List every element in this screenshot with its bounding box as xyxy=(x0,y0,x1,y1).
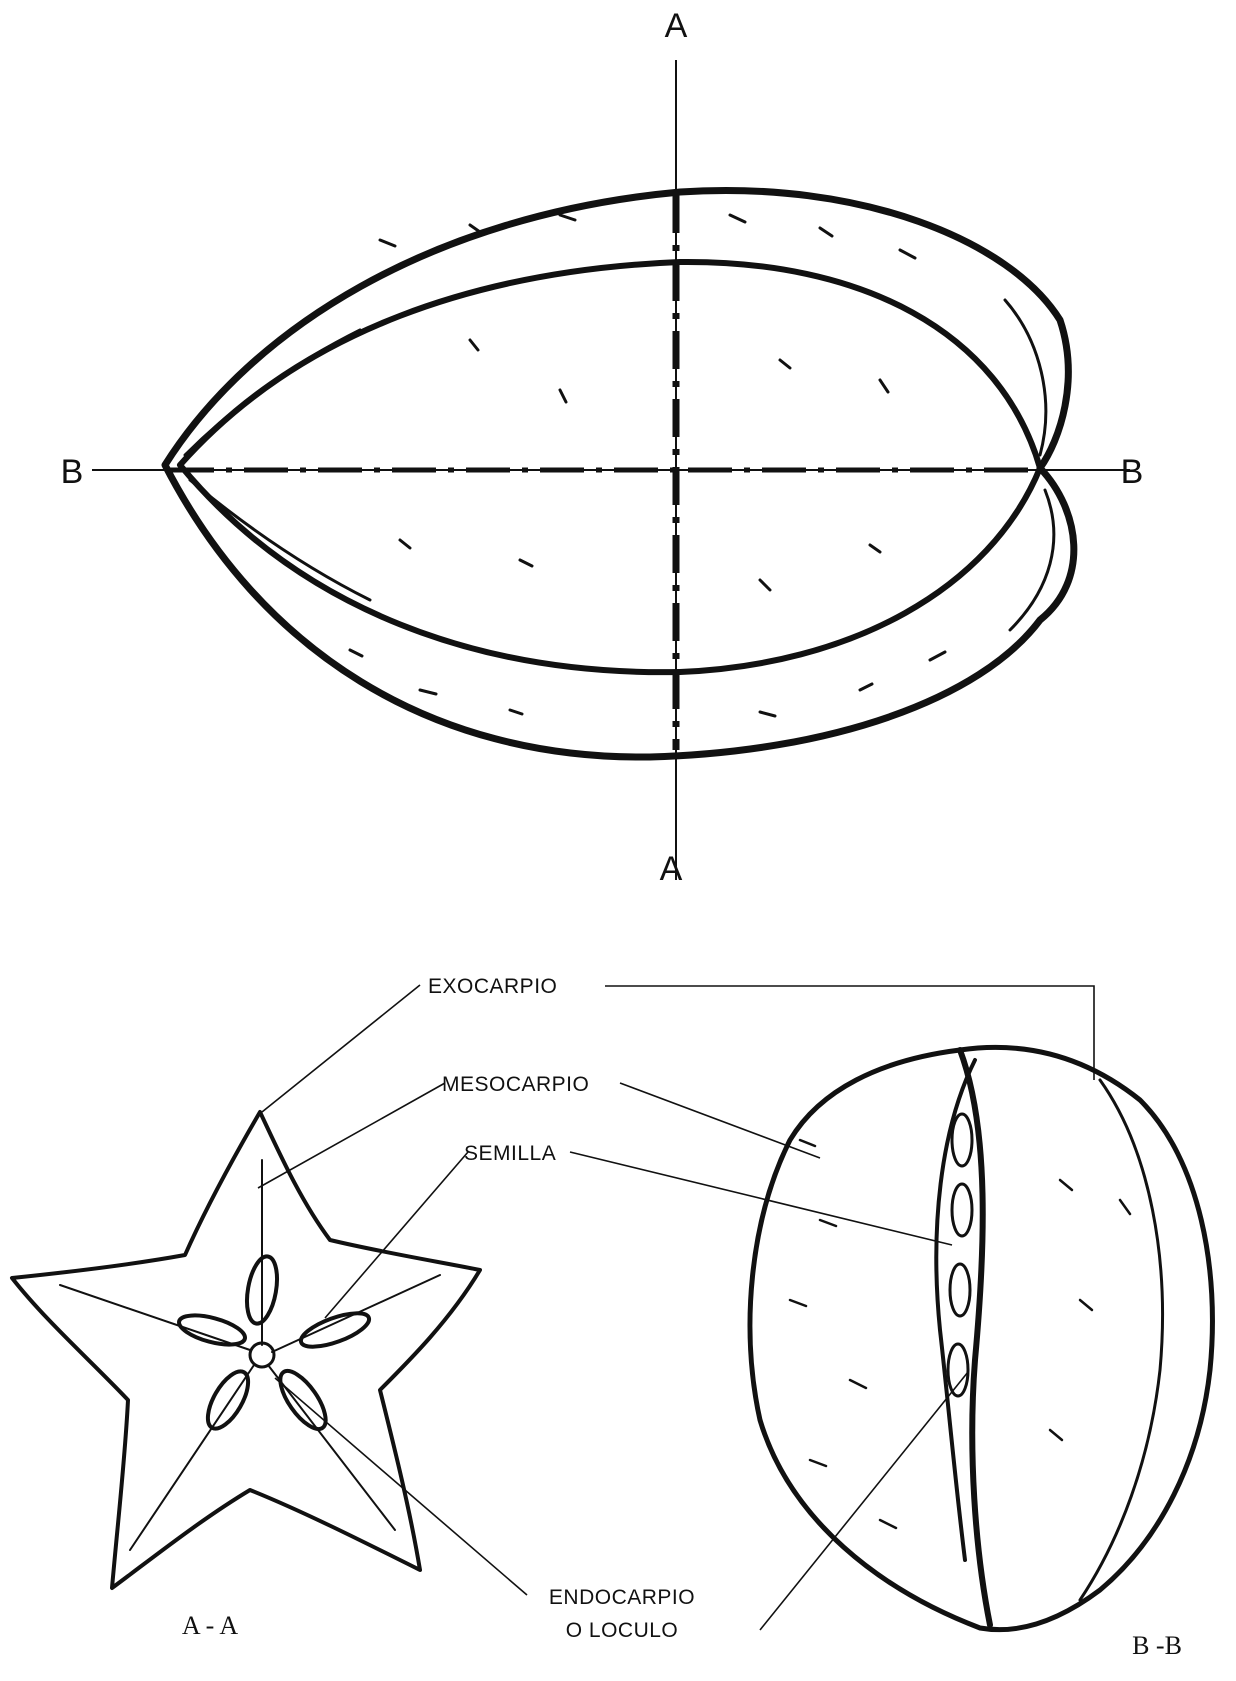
star-outline xyxy=(12,1112,480,1588)
star-core xyxy=(250,1343,274,1367)
section-mark-a-bottom: A xyxy=(660,850,683,888)
label-exocarpio: EXOCARPIO xyxy=(428,975,557,998)
seed-cavity-2 xyxy=(297,1306,373,1353)
long-texture xyxy=(790,1140,1130,1528)
fruit-shading-right xyxy=(1005,300,1054,630)
leader-mesocarpio-long xyxy=(620,1083,820,1158)
cross-section-star xyxy=(12,1112,480,1588)
section-title-b-b: B -B xyxy=(1132,1631,1182,1660)
leader-exocarpio-long xyxy=(605,986,1094,1080)
leader-endocarpio-long xyxy=(760,1372,968,1630)
leader-semilla-star xyxy=(325,1152,468,1318)
section-mark-b-left: B xyxy=(61,453,84,491)
long-seeds xyxy=(948,1114,972,1396)
label-mesocarpio: MESOCARPIO xyxy=(442,1073,589,1096)
long-endocarp-band xyxy=(936,1060,975,1560)
leader-mesocarpio-star xyxy=(258,1083,445,1188)
long-cut-face xyxy=(960,1050,990,1625)
seed-cavity-5 xyxy=(176,1310,248,1351)
section-mark-a-top: A xyxy=(665,7,688,45)
label-o-loculo: O LOCULO xyxy=(566,1619,679,1642)
longitudinal-section xyxy=(750,1047,1212,1629)
leader-exocarpio-star xyxy=(262,985,420,1112)
fruit-central-rib xyxy=(180,262,1040,672)
section-title-a-a: A - A xyxy=(182,1611,239,1640)
seed-cavity-3 xyxy=(272,1364,334,1436)
fruit-top-view: A A B B xyxy=(61,7,1144,888)
label-endocarpio: ENDOCARPIO xyxy=(549,1586,695,1609)
long-right-rib xyxy=(1080,1080,1163,1600)
section-mark-b-right: B xyxy=(1121,453,1144,491)
label-semilla: SEMILLA xyxy=(464,1142,556,1165)
